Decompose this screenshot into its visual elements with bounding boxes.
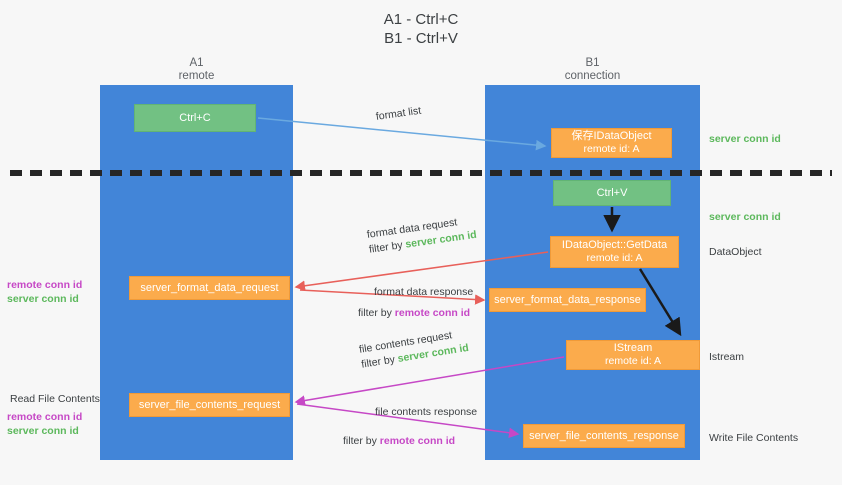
title-line-2: B1 - Ctrl+V (384, 30, 458, 47)
node-server-file-contents-response[interactable]: server_file_contents_response (523, 424, 685, 448)
annotation-left-remote-conn-id-1: remote conn id (7, 279, 83, 291)
annotation-left-server-conn-id-2: server conn id (7, 425, 79, 437)
column-b1-sub: connection (564, 70, 621, 82)
node-server-file-contents-request-label: server_file_contents_request (138, 398, 281, 411)
node-istream[interactable]: IStream remote id: A (566, 340, 700, 370)
node-save-idataobject-remote-id: remote id: A (583, 143, 640, 155)
column-header-a1: A1 remote (100, 57, 293, 83)
dashed-divider (10, 170, 832, 176)
edge-label-format-data-response-text: format data response (374, 286, 474, 298)
annotation-right-dataobject: DataObject (709, 246, 762, 258)
column-header-b1: B1 connection (485, 57, 700, 83)
node-istream-label: IStream (613, 342, 653, 354)
filter-prefix: filter by (368, 238, 407, 256)
filter-key-remote-conn-id: remote conn id (394, 307, 471, 319)
title-line-1: A1 - Ctrl+C (383, 11, 459, 28)
filter-key-remote-conn-id: remote conn id (379, 435, 456, 447)
edge-label-file-contents-response-text: file contents response (375, 406, 478, 418)
annotation-left-remote-conn-id-2: remote conn id (7, 411, 83, 423)
node-ctrl-v[interactable]: Ctrl+V (553, 180, 671, 206)
annotation-left-read-file-contents: Read File Contents (10, 393, 100, 405)
edge-label-format-data-response: format data response filter by remote co… (336, 285, 473, 321)
edge-label-format-data-response-filter: filter by remote conn id (358, 306, 473, 321)
diagram-title: A1 - Ctrl+C B1 - Ctrl+V (0, 10, 842, 48)
annotation-right-server-conn-id-mid: server conn id (709, 211, 781, 223)
node-server-format-data-response[interactable]: server_format_data_response (489, 288, 646, 312)
annotation-left-conn-ids-top: remote conn id server conn id (7, 278, 82, 306)
node-ctrl-c[interactable]: Ctrl+C (134, 104, 256, 132)
node-server-format-data-response-label: server_format_data_response (494, 293, 641, 306)
node-server-file-contents-request[interactable]: server_file_contents_request (129, 393, 290, 417)
node-ctrl-c-label: Ctrl+C (179, 111, 211, 124)
node-idataobject-getdata[interactable]: IDataObject::GetData remote id: A (550, 236, 679, 268)
node-save-idataobject-label: 保存IDataObject (571, 130, 652, 142)
column-a1-sub: remote (178, 70, 215, 82)
edge-label-file-contents-response-filter: filter by remote conn id (343, 434, 477, 449)
node-save-idataobject[interactable]: 保存IDataObject remote id: A (551, 128, 672, 158)
filter-prefix: filter by (358, 307, 395, 319)
column-a1-name: A1 (189, 57, 204, 69)
edge-label-file-contents-request: file contents request filter by server c… (358, 326, 470, 373)
column-b1-name: B1 (585, 57, 600, 69)
node-server-file-contents-response-label: server_file_contents_response (529, 429, 679, 442)
annotation-right-write-file-contents: Write File Contents (709, 432, 799, 444)
edge-label-format-data-request: format data request filter by server con… (366, 213, 478, 258)
node-ctrl-v-label: Ctrl+V (596, 186, 628, 199)
annotation-left-server-conn-id-1: server conn id (7, 293, 79, 305)
edge-label-format-list-text: format list (375, 104, 422, 123)
node-server-format-data-request[interactable]: server_format_data_request (129, 276, 290, 300)
node-istream-remote-id: remote id: A (604, 355, 662, 367)
filter-prefix: filter by (343, 435, 380, 447)
node-idataobject-getdata-label: IDataObject::GetData (561, 239, 668, 251)
edge-label-format-list: format list (375, 104, 422, 125)
annotation-right-istream: Istream (709, 351, 745, 363)
node-idataobject-getdata-remote-id: remote id: A (586, 252, 643, 264)
node-server-format-data-request-label: server_format_data_request (140, 281, 279, 294)
annotation-right-server-conn-id-top: server conn id (709, 133, 781, 145)
annotation-left-conn-ids-bottom: remote conn id server conn id (7, 410, 82, 438)
edge-label-file-contents-response: file contents response filter by remote … (343, 405, 477, 449)
